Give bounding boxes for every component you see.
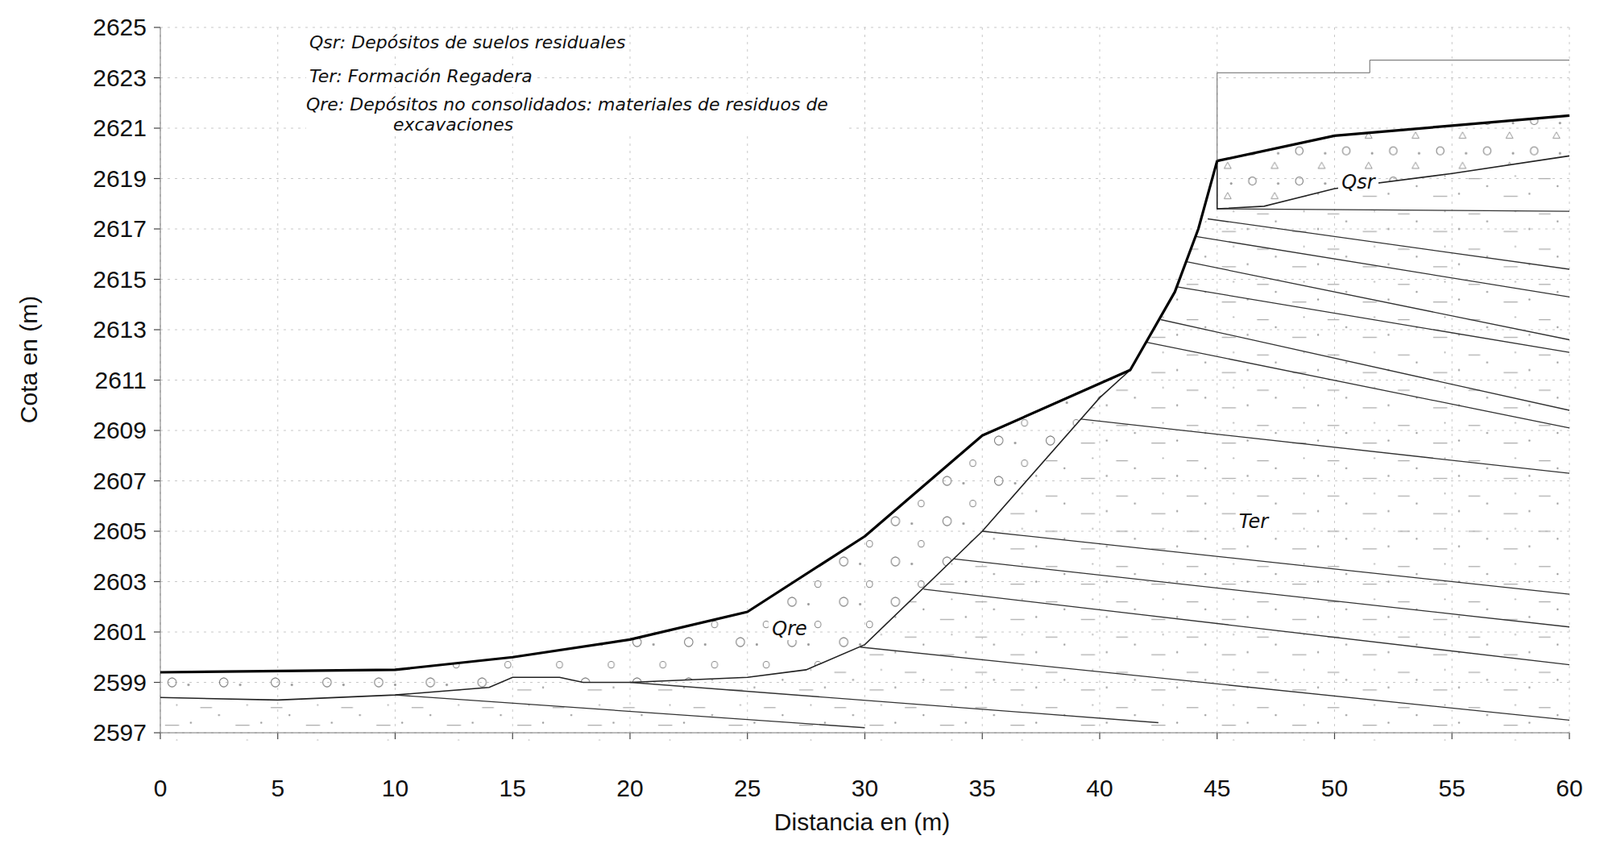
tick-mark bbox=[153, 227, 161, 229]
tick-label: 2619 bbox=[92, 165, 147, 193]
tick-mark bbox=[153, 429, 161, 431]
unit-label: Qre bbox=[768, 617, 811, 640]
grid-line bbox=[160, 27, 1570, 29]
bedding bbox=[395, 208, 1571, 728]
tick-mark bbox=[153, 630, 161, 632]
tick-label: 30 bbox=[851, 774, 879, 802]
tick-label: 10 bbox=[381, 774, 409, 802]
tick-label: 2607 bbox=[92, 467, 147, 495]
tick-mark bbox=[153, 278, 161, 280]
tick-mark bbox=[153, 178, 161, 179]
tick-label: 2601 bbox=[92, 617, 147, 646]
tick-label: 2613 bbox=[92, 315, 147, 344]
grid-line bbox=[160, 27, 162, 733]
tick-label: 2605 bbox=[92, 517, 147, 545]
tick-label: 60 bbox=[1555, 774, 1583, 802]
tick-label: 55 bbox=[1438, 774, 1466, 802]
tick-label: 2615 bbox=[92, 265, 147, 294]
contact-line bbox=[1217, 155, 1570, 209]
tick-label: 20 bbox=[616, 774, 643, 802]
legend-note: Ter: Formación Regadera bbox=[306, 65, 536, 88]
ground-surface bbox=[160, 115, 1570, 672]
geology bbox=[160, 60, 1570, 741]
legend-note: Qre: Depósitos no consolidados: material… bbox=[306, 93, 848, 136]
tick-label: 50 bbox=[1321, 774, 1348, 802]
tick-label: 2603 bbox=[92, 567, 147, 596]
tick-mark bbox=[153, 328, 161, 330]
tick-mark bbox=[153, 127, 161, 129]
tick-mark bbox=[153, 580, 161, 582]
tick-label: 2617 bbox=[92, 215, 147, 243]
tick-label: 40 bbox=[1086, 774, 1113, 802]
tick-label: 2599 bbox=[92, 668, 147, 697]
building-outline bbox=[1217, 60, 1570, 162]
ter-unit bbox=[160, 155, 1570, 740]
tick-mark bbox=[153, 77, 161, 79]
tick-label: 5 bbox=[270, 774, 285, 802]
axis-title: Distancia en (m) bbox=[774, 808, 950, 836]
legend-note: Qsr: Depósitos de suelos residuales bbox=[306, 31, 629, 54]
tick-label: 15 bbox=[499, 774, 527, 802]
tick-mark bbox=[153, 530, 161, 531]
unit-label: Ter bbox=[1235, 509, 1272, 533]
tick-label: 2611 bbox=[94, 366, 147, 394]
qre-unit bbox=[160, 369, 1131, 700]
contact-line bbox=[160, 369, 1131, 700]
tick-label: 25 bbox=[733, 774, 761, 802]
axis-line bbox=[160, 27, 162, 733]
tick-label: 2625 bbox=[92, 13, 147, 42]
tick-mark bbox=[153, 480, 161, 481]
tick-mark bbox=[153, 681, 161, 683]
tick-mark bbox=[153, 379, 161, 381]
tick-label: 2623 bbox=[92, 64, 147, 92]
tick-mark bbox=[153, 26, 161, 28]
tick-label: 35 bbox=[969, 774, 996, 802]
axis-title: Cota en (m) bbox=[15, 295, 43, 423]
tick-label: 2609 bbox=[92, 416, 147, 444]
tick-label: 45 bbox=[1203, 774, 1231, 802]
tick-label: 2621 bbox=[92, 114, 147, 142]
tick-label: 2597 bbox=[92, 718, 147, 747]
unit-label: Qsr bbox=[1338, 170, 1378, 194]
tick-mark bbox=[153, 731, 161, 733]
tick-label: 0 bbox=[153, 774, 168, 802]
